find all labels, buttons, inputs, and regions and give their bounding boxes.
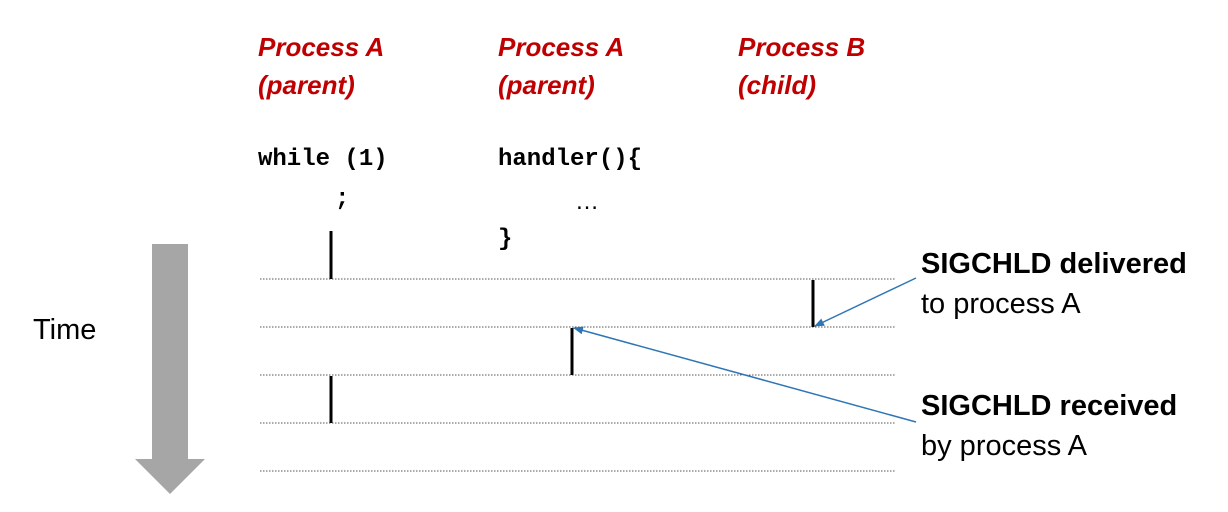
- code-loop-body: ;: [335, 186, 350, 213]
- process-name: Process A: [498, 32, 625, 62]
- arrow-sigchld-received: [573, 326, 917, 423]
- time-arrow: [135, 244, 205, 494]
- execution-segments: [329, 231, 815, 423]
- annotation-detail: by process A: [921, 430, 1088, 462]
- time-arrow-shaft: [152, 244, 188, 460]
- process-role: (parent): [258, 70, 355, 100]
- time-arrow-head: [135, 459, 205, 494]
- arrow-sigchld-delivered: [814, 277, 917, 327]
- process-name: Process B: [738, 32, 866, 62]
- code-handler-close: }: [498, 226, 513, 253]
- column-header-process-a-handler: Process A (parent): [498, 28, 624, 104]
- code-handler-body: …: [575, 188, 599, 215]
- time-dividers: [260, 278, 896, 472]
- annotation-detail: to process A: [921, 288, 1081, 320]
- process-role: (child): [738, 70, 816, 100]
- code-while-loop: while (1): [258, 146, 388, 173]
- code-handler-signature: handler(){: [498, 146, 643, 173]
- annotation-sigchld-delivered: SIGCHLD delivered to process A: [921, 244, 1187, 324]
- process-role: (parent): [498, 70, 595, 100]
- process-name: Process A: [258, 32, 385, 62]
- column-header-process-b: Process B (child): [738, 28, 865, 104]
- annotation-title: SIGCHLD delivered: [921, 248, 1187, 280]
- annotation-sigchld-received: SIGCHLD received by process A: [921, 386, 1177, 466]
- annotation-title: SIGCHLD received: [921, 390, 1178, 422]
- column-header-process-a-loop: Process A (parent): [258, 28, 384, 104]
- time-axis-label: Time: [33, 314, 97, 346]
